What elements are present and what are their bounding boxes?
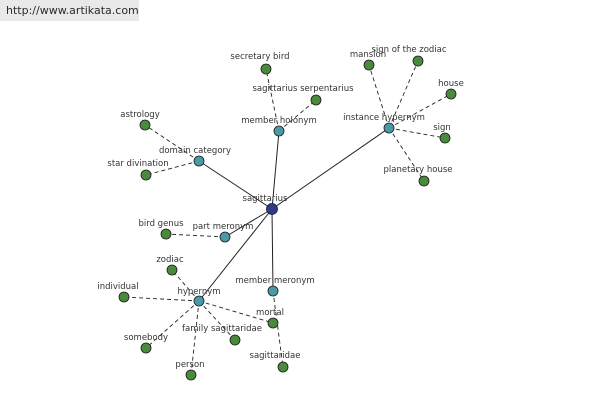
node-circle[interactable]: [140, 342, 152, 354]
edge-bird-genus: [165, 233, 226, 238]
relation-node-part-meronym[interactable]: part meronym: [193, 222, 254, 243]
node-circle[interactable]: [193, 155, 205, 167]
leaf-node-secretary-bird[interactable]: secretary bird: [230, 52, 290, 75]
leaf-node-somebody[interactable]: somebody: [124, 333, 168, 354]
node-label[interactable]: mansion: [350, 50, 386, 60]
node-label[interactable]: somebody: [124, 333, 168, 343]
leaf-node-house[interactable]: house: [438, 79, 464, 100]
node-label[interactable]: sagittaridae: [250, 351, 301, 361]
node-label[interactable]: hypernym: [177, 287, 220, 297]
edge-person: [190, 300, 200, 376]
relation-node-member-meronym[interactable]: member meronym: [235, 276, 315, 297]
node-label[interactable]: family sagittaridae: [182, 324, 262, 334]
leaf-node-mortal[interactable]: mortal: [256, 308, 284, 329]
node-circle[interactable]: [219, 231, 231, 243]
node-circle[interactable]: [363, 59, 375, 71]
leaf-node-person[interactable]: person: [175, 360, 205, 381]
node-label[interactable]: sagittarius serpentarius: [252, 84, 354, 94]
leaf-node-family-sagittaridae[interactable]: family sagittaridae: [182, 324, 262, 346]
leaf-node-individual[interactable]: individual: [97, 282, 139, 303]
relation-node-instance-hypernym[interactable]: instance hypernym: [343, 113, 425, 134]
edge-star-divination: [145, 160, 200, 176]
node-label[interactable]: sign of the zodiac: [371, 45, 446, 55]
node-label[interactable]: person: [175, 360, 204, 370]
edge-family-sagittaridae: [198, 300, 236, 341]
node-label[interactable]: sagittarius: [243, 194, 289, 204]
edge-sign-of-the-zodiac: [388, 60, 419, 129]
edge-member-holonym: [271, 130, 280, 210]
node-circle[interactable]: [166, 264, 178, 276]
edge-sagittarius-serpentarius: [278, 99, 317, 132]
leaf-node-sagittarius-serpentarius[interactable]: sagittarius serpentarius: [252, 84, 354, 106]
edge-house: [388, 93, 452, 129]
leaf-node-astrology[interactable]: astrology: [120, 110, 160, 131]
node-circle[interactable]: [383, 122, 395, 134]
edge-mortal: [198, 300, 274, 324]
url-banner: http://www.artikata.com: [0, 0, 139, 21]
graph-edges: [123, 60, 452, 376]
edge-sign: [388, 127, 446, 139]
node-circle[interactable]: [139, 119, 151, 131]
leaf-node-sign-of-the-zodiac[interactable]: sign of the zodiac: [371, 45, 447, 67]
node-label[interactable]: mortal: [256, 308, 284, 318]
site-url-link[interactable]: http://www.artikata.com: [6, 4, 139, 17]
node-label[interactable]: member meronym: [235, 276, 314, 286]
leaf-node-zodiac[interactable]: zodiac: [156, 255, 184, 276]
edge-member-meronym: [271, 208, 274, 292]
node-label[interactable]: domain category: [159, 146, 231, 156]
edge-hypernym: [198, 208, 273, 302]
node-label[interactable]: secretary bird: [230, 52, 289, 62]
node-circle[interactable]: [140, 169, 152, 181]
leaf-node-star-divination[interactable]: star divination: [107, 159, 169, 181]
node-circle[interactable]: [160, 228, 172, 240]
edge-secretary-bird: [265, 68, 280, 132]
edge-instance-hypernym: [271, 127, 390, 210]
edge-sagittaridae: [272, 290, 284, 368]
edge-domain-category: [198, 160, 273, 210]
node-circle[interactable]: [260, 63, 272, 75]
node-circle[interactable]: [267, 285, 279, 297]
node-circle[interactable]: [229, 334, 241, 346]
node-label[interactable]: zodiac: [156, 255, 184, 265]
node-circle[interactable]: [267, 317, 279, 329]
node-circle[interactable]: [273, 125, 285, 137]
node-label[interactable]: instance hypernym: [343, 113, 425, 123]
node-label[interactable]: planetary house: [384, 165, 453, 175]
edge-planetary-house: [388, 127, 425, 182]
node-circle[interactable]: [185, 369, 197, 381]
node-label[interactable]: individual: [97, 282, 138, 292]
edge-astrology: [144, 124, 200, 162]
edge-part-meronym: [224, 208, 273, 238]
edge-individual: [123, 296, 200, 302]
leaf-node-bird-genus[interactable]: bird genus: [138, 219, 184, 240]
node-circle[interactable]: [277, 361, 289, 373]
leaf-node-planetary-house[interactable]: planetary house: [384, 165, 453, 187]
node-circle[interactable]: [266, 203, 278, 215]
node-circle[interactable]: [412, 55, 424, 67]
node-label[interactable]: member holonym: [241, 116, 316, 126]
relation-node-domain-category[interactable]: domain category: [159, 146, 231, 167]
node-label[interactable]: bird genus: [138, 219, 184, 229]
center-node-sagittarius[interactable]: sagittarius: [243, 194, 289, 215]
graph-nodes: secretary bird sagittarius serpentarius ma…: [97, 45, 464, 381]
relation-node-member-holonym[interactable]: member holonym: [241, 116, 317, 137]
leaf-node-sign[interactable]: sign: [433, 123, 451, 144]
node-circle[interactable]: [439, 132, 451, 144]
node-label[interactable]: astrology: [120, 110, 159, 120]
node-circle[interactable]: [193, 295, 205, 307]
relation-node-hypernym[interactable]: hypernym: [177, 287, 221, 307]
node-circle[interactable]: [418, 175, 430, 187]
node-label[interactable]: part meronym: [193, 222, 254, 232]
node-label[interactable]: star divination: [107, 159, 168, 169]
node-circle[interactable]: [445, 88, 457, 100]
node-label[interactable]: sign: [433, 123, 451, 133]
leaf-node-mansion[interactable]: mansion: [350, 50, 386, 71]
leaf-node-sagittaridae[interactable]: sagittaridae: [250, 351, 301, 373]
edge-somebody: [145, 300, 200, 349]
node-label[interactable]: house: [438, 79, 464, 89]
node-circle[interactable]: [118, 291, 130, 303]
node-circle[interactable]: [310, 94, 322, 106]
